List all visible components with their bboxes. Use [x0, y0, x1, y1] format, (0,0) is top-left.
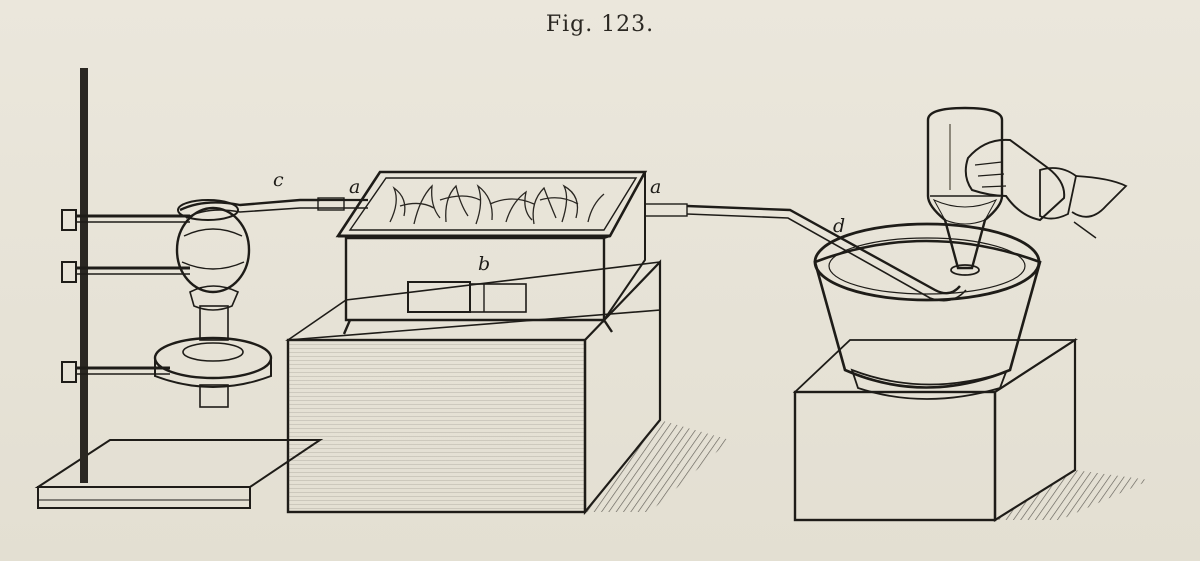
- label-a-right: a: [650, 176, 661, 198]
- retort-flask: [175, 198, 320, 294]
- retort-stand: [34, 68, 324, 509]
- tube-c-a: [317, 197, 368, 211]
- spirit-burner: [153, 285, 273, 408]
- flames: [389, 184, 605, 225]
- water-trough: [813, 222, 1042, 400]
- figure-title: Fig. 123.: [545, 12, 655, 37]
- furnace: [335, 170, 648, 335]
- label-d: d: [833, 215, 845, 237]
- hand: [964, 138, 1128, 239]
- label-b: b: [478, 253, 490, 275]
- label-c: c: [273, 169, 284, 191]
- tube-a-d: [644, 203, 967, 302]
- gas-jar: [926, 106, 1004, 276]
- label-a-left: a: [349, 176, 360, 198]
- support-block-middle: [285, 259, 730, 516]
- support-block-right: [792, 337, 1150, 522]
